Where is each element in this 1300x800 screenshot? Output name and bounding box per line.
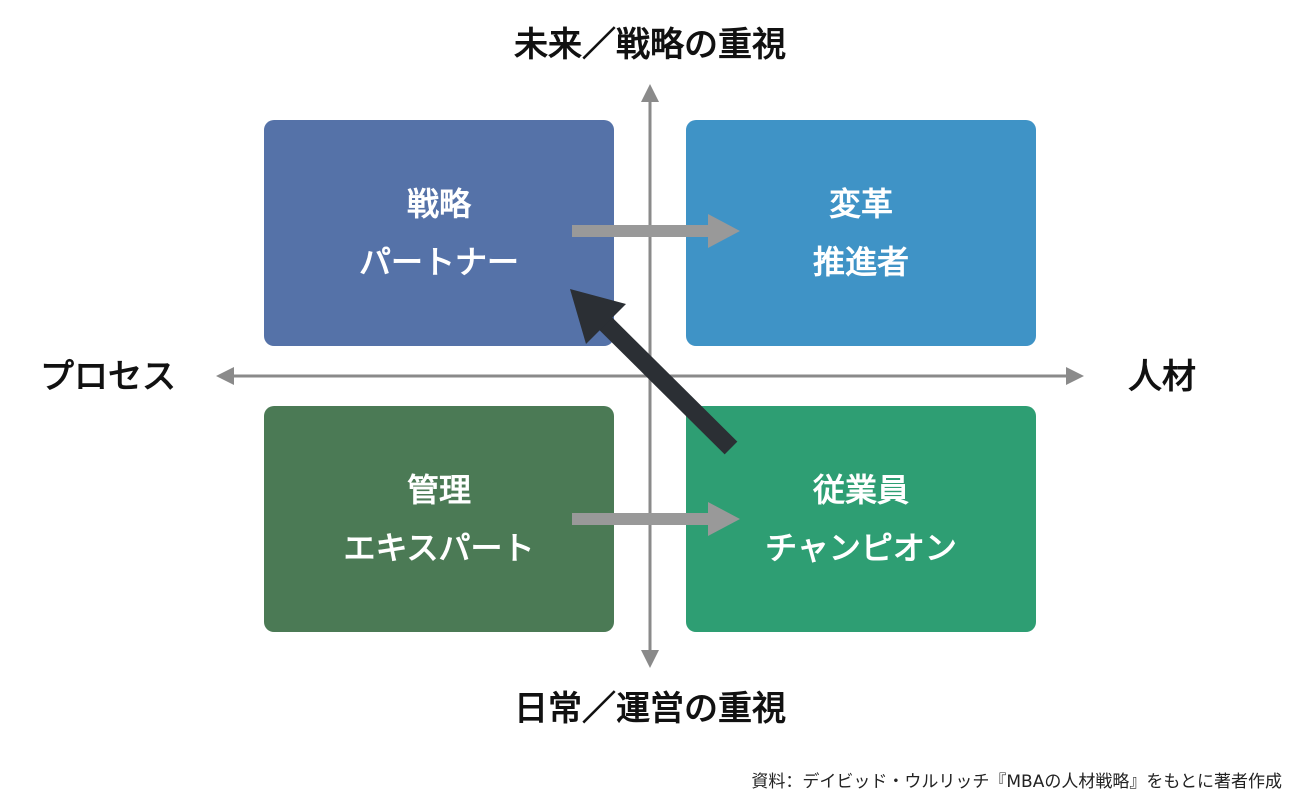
quadrant-label-line2: パートナー — [358, 243, 519, 281]
quadrant-strategic-partner: 戦略 パートナー — [264, 120, 614, 346]
horizontal-axis-left-arrowhead — [216, 367, 234, 385]
quadrant-label-line1: 管理 — [406, 471, 471, 509]
vertical-axis-down-arrowhead — [641, 650, 659, 668]
quadrant-label-line1: 変革 — [828, 185, 893, 223]
source-note: 資料：デイビッド・ウルリッチ『MBAの人材戦略』をもとに著者作成 — [751, 772, 1282, 792]
vertical-axis-up-arrowhead — [641, 84, 659, 102]
quadrant-label-line1: 戦略 — [406, 185, 471, 223]
axis-label-left: プロセス — [40, 357, 176, 397]
quadrant-administrative-expert: 管理 エキスパート — [264, 406, 614, 632]
quadrant-label-line1: 従業員 — [812, 471, 909, 509]
quadrant-label-line2: チャンピオン — [765, 529, 957, 567]
axis-label-right: 人材 — [1128, 357, 1196, 397]
axis-label-top: 未来／戦略の重視 — [514, 25, 786, 65]
quadrant-change-agent: 変革 推進者 — [686, 120, 1036, 346]
horizontal-axis-right-arrowhead — [1066, 367, 1084, 385]
axis-label-bottom: 日常／運営の重視 — [514, 689, 786, 729]
quadrant-label-line2: エキスパート — [343, 529, 535, 567]
quadrant-label-line2: 推進者 — [812, 243, 909, 281]
quadrant-employee-champion: 従業員 チャンピオン — [686, 406, 1036, 632]
